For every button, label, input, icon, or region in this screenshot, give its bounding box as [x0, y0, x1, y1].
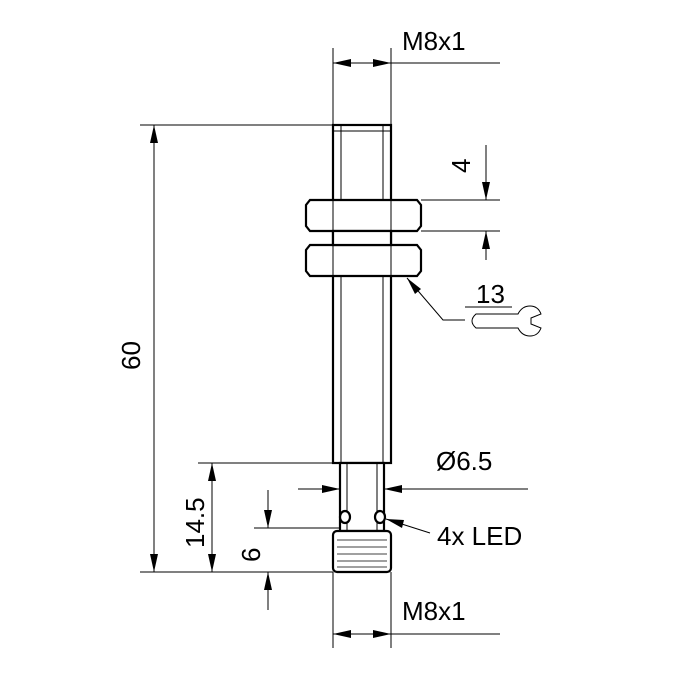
connector-thread [331, 529, 393, 574]
wrench-icon [471, 305, 542, 337]
nut-gap-barrel [331, 229, 393, 247]
dim-length-total: 60 [116, 124, 333, 573]
label-wrench-size: 13 [476, 279, 505, 309]
label-length-total: 60 [116, 341, 146, 370]
dim-thread-top: M8x1 [332, 26, 500, 125]
dim-wrench-size: 13 [406, 277, 542, 337]
label-thread-bottom: M8x1 [402, 596, 466, 626]
sensor-housing [331, 123, 393, 465]
label-diameter: Ø6.5 [436, 446, 492, 476]
label-nut-height: 4 [446, 159, 476, 173]
mounting-nut-upper [304, 198, 423, 233]
dim-nut-height: 4 [421, 145, 500, 260]
dim-diameter: Ø6.5 [298, 446, 528, 493]
label-connector-length: 14.5 [180, 497, 210, 548]
mounting-nut-lower [304, 243, 423, 278]
dim-connector-length: 14.5 [180, 462, 340, 572]
label-led-offset: 6 [236, 548, 266, 562]
led-callout: 4x LED [385, 518, 522, 551]
led-window-right [373, 509, 387, 525]
led-window-left [338, 509, 352, 525]
label-thread-top: M8x1 [402, 26, 466, 56]
dim-thread-bottom: M8x1 [332, 572, 500, 648]
dim-led-offset: 6 [236, 490, 340, 610]
label-led-note: 4x LED [437, 521, 522, 551]
